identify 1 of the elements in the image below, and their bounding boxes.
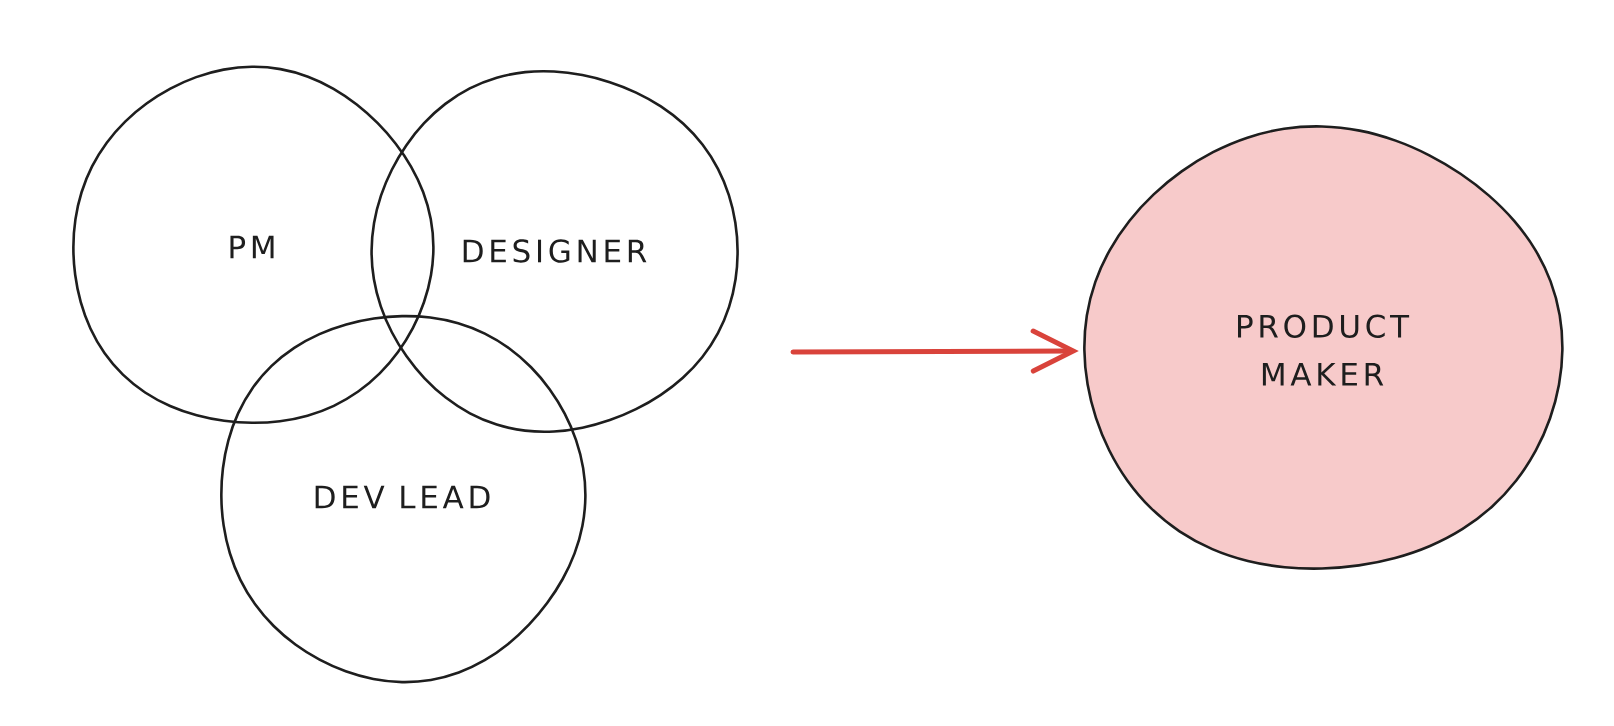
arrow (790, 328, 1079, 374)
